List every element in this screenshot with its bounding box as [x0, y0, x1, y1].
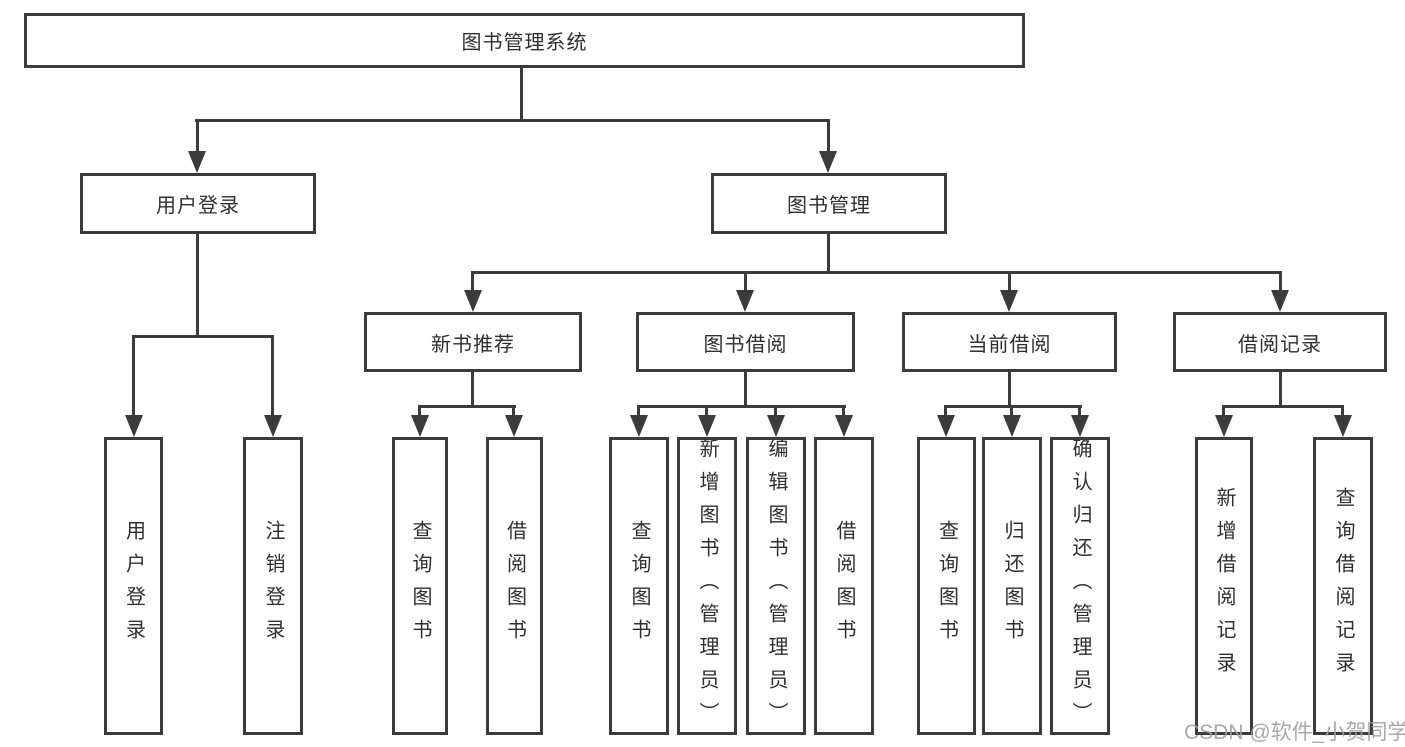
node-current-borrow-label: 当前借阅	[967, 333, 1052, 356]
connector-root-stem	[520, 68, 523, 121]
connector-new-book-recommend-bar	[418, 405, 516, 408]
arrowhead-book-management	[819, 151, 837, 173]
leaf-add-book-admin-label: 新增图书（管理员）	[696, 437, 718, 735]
arrowhead-query-book-current	[937, 415, 955, 437]
leaf-query-borrow-record: 查询借阅记录	[1313, 437, 1373, 735]
arrowhead-current-borrow	[1000, 290, 1018, 312]
arrowhead-query-borrow-record	[1334, 415, 1352, 437]
leaf-confirm-return-admin-label: 确认归还（管理员）	[1069, 437, 1091, 735]
connector-borrow-records-bar	[1222, 405, 1344, 408]
connector-drop-add-book-admin	[705, 405, 708, 419]
leaf-borrow-book-recommend: 借阅图书	[486, 437, 543, 735]
leaf-query-book-recommend-label: 查询图书	[409, 520, 431, 652]
connector-drop-leaf-logout	[271, 335, 274, 419]
connector-drop-edit-book-admin	[774, 405, 777, 419]
connector-drop-borrow-records	[1279, 271, 1282, 293]
leaf-query-borrow-record-label: 查询借阅记录	[1332, 487, 1354, 685]
arrowhead-new-book-recommend	[464, 290, 482, 312]
leaf-user-login-label: 用户登录	[122, 520, 145, 652]
connector-drop-return-book	[1010, 405, 1013, 419]
leaf-return-book-label: 归还图书	[1001, 520, 1023, 652]
connector-drop-current-borrow	[1008, 271, 1011, 293]
connector-drop-new-book-recommend	[471, 271, 474, 293]
leaf-query-book-current: 查询图书	[917, 437, 976, 735]
leaf-return-book: 归还图书	[982, 437, 1042, 735]
arrowhead-add-borrow-record	[1215, 415, 1233, 437]
leaf-edit-book-admin: 编辑图书（管理员）	[746, 437, 806, 735]
leaf-query-book-borrow-label: 查询图书	[628, 520, 650, 652]
node-root-label: 图书管理系统	[461, 32, 588, 54]
arrowhead-user-login	[188, 151, 206, 173]
node-current-borrow: 当前借阅	[902, 312, 1117, 372]
node-new-book-recommend-label: 新书推荐	[431, 333, 515, 356]
connector-level2-bar	[195, 119, 830, 122]
node-user-login: 用户登录	[80, 173, 316, 234]
connector-drop-query-book-borrow	[637, 405, 640, 419]
arrowhead-book-borrow	[736, 290, 754, 312]
connector-user-login-stem	[196, 233, 199, 337]
csdn-watermark: CSDN @软件_小贺同学	[1184, 721, 1405, 744]
connector-drop-user-login	[196, 119, 199, 155]
arrowhead-query-book-recommend	[411, 415, 429, 437]
connector-borrow-records-stem	[1279, 371, 1282, 407]
arrowhead-borrow-book-recommend	[505, 415, 523, 437]
connector-drop-add-borrow-record	[1222, 405, 1225, 419]
arrowhead-add-book-admin	[698, 415, 716, 437]
arrowhead-confirm-return-admin	[1071, 415, 1089, 437]
connector-drop-query-book-current	[944, 405, 947, 419]
connector-current-borrow-stem	[1008, 371, 1011, 407]
connector-drop-book-management	[827, 119, 830, 155]
leaf-add-borrow-record-label: 新增借阅记录	[1213, 487, 1235, 685]
connector-drop-borrow-book	[842, 405, 845, 419]
leaf-query-book-current-label: 查询图书	[935, 520, 958, 652]
leaf-user-login: 用户登录	[104, 437, 163, 735]
node-book-management-label: 图书管理	[787, 195, 871, 217]
arrowhead-leaf-user-login	[125, 415, 143, 437]
leaf-logout: 注销登录	[243, 437, 303, 735]
leaf-query-book-recommend: 查询图书	[392, 437, 448, 735]
arrowhead-borrow-records	[1271, 290, 1289, 312]
connector-current-borrow-bar	[944, 405, 1082, 408]
leaf-add-book-admin: 新增图书（管理员）	[677, 437, 737, 735]
connector-user-login-bar	[132, 335, 274, 338]
connector-level3-bar	[471, 271, 1282, 274]
connector-book-management-stem	[827, 233, 830, 273]
arrowhead-borrow-book	[835, 415, 853, 437]
connector-new-book-recommend-stem	[471, 371, 474, 407]
node-borrow-records: 借阅记录	[1173, 312, 1387, 372]
connector-drop-query-book-recommend	[418, 405, 421, 419]
connector-book-borrow-bar	[637, 405, 846, 408]
node-new-book-recommend: 新书推荐	[364, 312, 582, 372]
leaf-borrow-book-recommend-label: 借阅图书	[503, 520, 526, 652]
leaf-confirm-return-admin: 确认归还（管理员）	[1050, 437, 1110, 735]
node-book-management: 图书管理	[711, 173, 947, 234]
connector-drop-query-borrow-record	[1341, 405, 1344, 419]
leaf-query-book-borrow: 查询图书	[609, 437, 669, 735]
connector-drop-book-borrow	[744, 271, 747, 293]
node-borrow-records-label: 借阅记录	[1238, 333, 1322, 356]
arrowhead-leaf-logout	[264, 415, 282, 437]
leaf-add-borrow-record: 新增借阅记录	[1195, 437, 1253, 735]
node-user-login-label: 用户登录	[156, 195, 240, 217]
node-book-borrow: 图书借阅	[636, 312, 855, 372]
node-root: 图书管理系统	[24, 13, 1025, 68]
arrowhead-edit-book-admin	[767, 415, 785, 437]
connector-drop-leaf-user-login	[132, 335, 135, 419]
connector-book-borrow-stem	[744, 371, 747, 407]
leaf-borrow-book-label: 借阅图书	[833, 520, 855, 652]
leaf-borrow-book: 借阅图书	[814, 437, 874, 735]
connector-drop-borrow-book-recommend	[512, 405, 515, 419]
leaf-logout-label: 注销登录	[262, 520, 284, 652]
arrowhead-query-book-borrow	[630, 415, 648, 437]
leaf-edit-book-admin-label: 编辑图书（管理员）	[765, 437, 787, 735]
connector-drop-confirm-return-admin	[1078, 405, 1081, 419]
node-book-borrow-label: 图书借阅	[703, 333, 788, 356]
arrowhead-return-book	[1003, 415, 1021, 437]
